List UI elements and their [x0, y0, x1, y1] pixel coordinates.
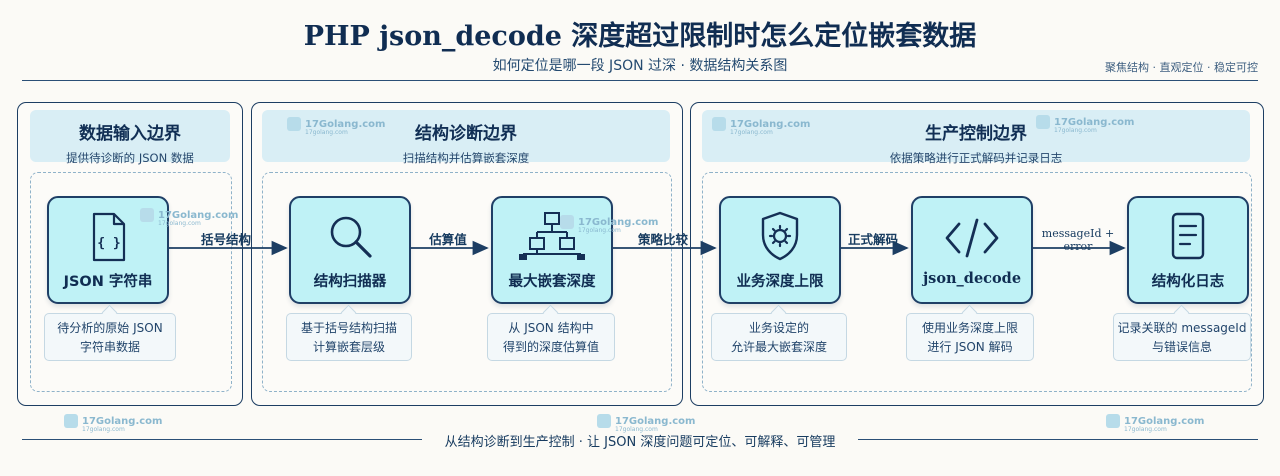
note-line: 字符串数据 [79, 340, 140, 354]
note-json-string: 待分析的原始 JSON 字符串数据 [44, 313, 176, 361]
panel-subtitle-control: 依据策略进行正式解码并记录日志 [889, 151, 1063, 165]
node-scanner[interactable]: 结构扫描器 [289, 196, 411, 304]
magnifier-icon [330, 216, 372, 258]
dashed-area-diagnose [262, 172, 672, 392]
dashed-area-control [702, 172, 1252, 392]
note-line: 基于括号结构扫描 [300, 321, 397, 335]
banner-diagnose: 结构诊断边界 扫描结构并估算嵌套深度 [262, 110, 670, 165]
note-line: 待分析的原始 JSON [57, 321, 163, 335]
edge-label-3: 策略比较 [637, 232, 688, 247]
note-structured-log: 记录关联的 messageId 与错误信息 [1113, 313, 1251, 361]
node-structured-log[interactable]: 结构化日志 [1127, 196, 1249, 304]
note-json-decode: 使用业务深度上限 进行 JSON 解码 [906, 313, 1034, 361]
node-json-decode[interactable]: json_decode [911, 196, 1033, 304]
node-label: json_decode [922, 270, 1022, 287]
footer-divider-left [22, 439, 422, 440]
panel-subtitle-input: 提供待诊断的 JSON 数据 [66, 151, 194, 165]
shield-gear-icon [761, 211, 799, 261]
svg-text:{ }: { } [97, 236, 120, 251]
edge-label-2: 估算值 [429, 232, 467, 247]
node-label: 最大嵌套深度 [508, 274, 596, 290]
dashed-area-input [30, 172, 232, 392]
note-line: 使用业务深度上限 [921, 321, 1018, 335]
document-lines-icon [1171, 212, 1205, 260]
footer-divider-right [858, 439, 1258, 440]
banner-control: 生产控制边界 依据策略进行正式解码并记录日志 [702, 110, 1250, 165]
code-icon [945, 218, 999, 258]
panel-title-diagnose: 结构诊断边界 [415, 124, 517, 144]
note-line: 从 JSON 结构中 [508, 321, 594, 335]
tagline: 聚焦结构 · 直观定位 · 稳定可控 [1105, 61, 1258, 74]
panel-title-control: 生产控制边界 [925, 124, 1027, 144]
panel-subtitle-diagnose: 扫描结构并估算嵌套深度 [402, 151, 530, 165]
page-title: PHP json_decode 深度超过限制时怎么定位嵌套数据 [303, 21, 977, 52]
panel-title-input: 数据输入边界 [79, 124, 181, 144]
note-line: 计算嵌套层级 [312, 340, 385, 354]
edge-label-1: 括号结构 [200, 232, 251, 247]
node-label: JSON 字符串 [63, 274, 153, 290]
note-line: 与错误信息 [1151, 340, 1212, 354]
header-divider [22, 80, 1258, 81]
note-line: 允许最大嵌套深度 [730, 340, 827, 354]
footer-caption: 从结构诊断到生产控制 · 让 JSON 深度问题可定位、可解释、可管理 [0, 431, 1280, 450]
note-scanner: 基于括号结构扫描 计算嵌套层级 [286, 313, 412, 361]
edge-label-4: 正式解码 [847, 232, 898, 247]
hierarchy-icon [519, 212, 585, 260]
node-label: 结构化日志 [1151, 274, 1225, 290]
node-label: 结构扫描器 [313, 274, 387, 290]
note-line: 业务设定的 [748, 321, 809, 335]
banner-input: 数据输入边界 提供待诊断的 JSON 数据 [30, 110, 230, 165]
note-line: 记录关联的 messageId [1117, 321, 1247, 335]
note-business-limit: 业务设定的 允许最大嵌套深度 [711, 313, 847, 361]
node-max-depth[interactable]: 最大嵌套深度 [491, 196, 613, 304]
edge-label-5: messageId + error [1041, 227, 1115, 253]
file-braces-icon: { } [92, 212, 126, 262]
note-max-depth: 从 JSON 结构中 得到的深度估算值 [487, 313, 615, 361]
note-line: 进行 JSON 解码 [927, 340, 1013, 354]
page-subtitle: 如何定位是哪一段 JSON 过深 · 数据结构关系图 [492, 58, 788, 74]
node-business-limit[interactable]: 业务深度上限 [719, 196, 841, 304]
note-line: 得到的深度估算值 [502, 340, 599, 354]
node-label: 业务深度上限 [736, 274, 824, 290]
